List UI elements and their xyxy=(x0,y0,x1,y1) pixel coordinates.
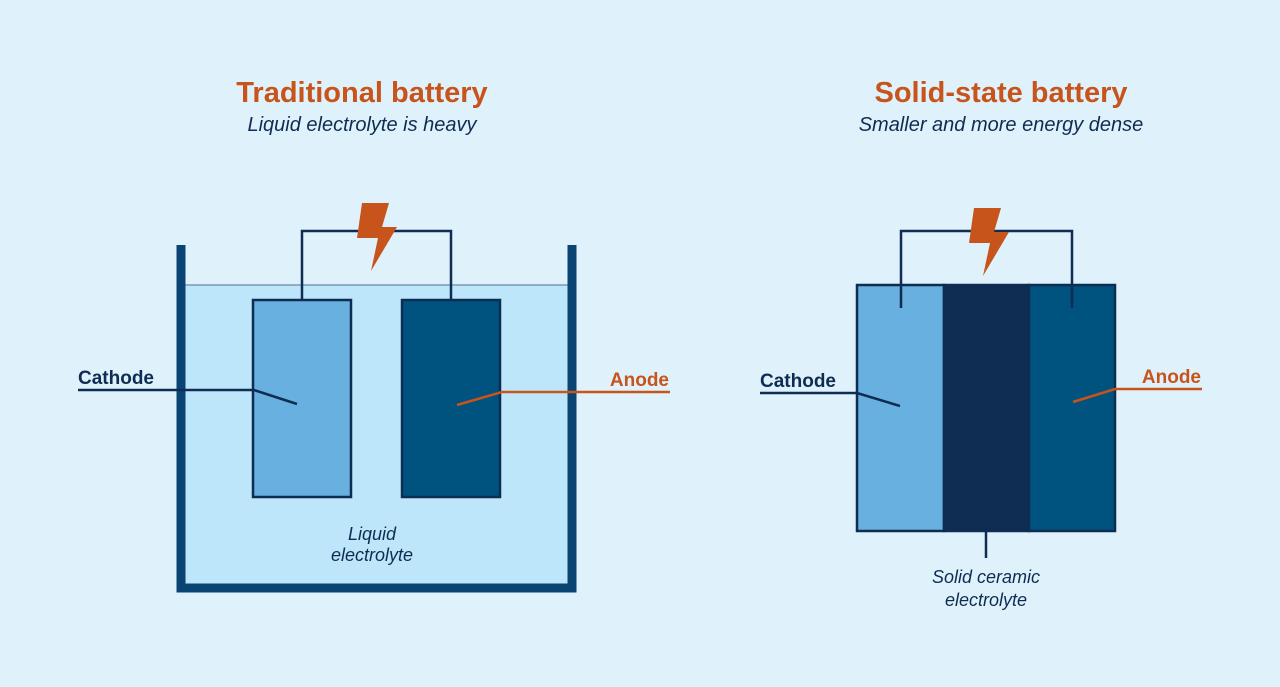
anode-leader-line xyxy=(456,390,670,407)
solid-state-battery-panel: Solid-state battery Smaller and more ene… xyxy=(760,77,1202,610)
anode-electrode xyxy=(400,298,502,499)
liquid-electrolyte-fill xyxy=(181,285,572,587)
liquid-electrolyte-label-line2: electrolyte xyxy=(331,545,413,565)
cathode-leader-line xyxy=(78,388,298,406)
solid-state-battery-title: Solid-state battery xyxy=(875,77,1128,109)
traditional-battery-subtitle: Liquid electrolyte is heavy xyxy=(247,114,477,136)
electrolyte-container xyxy=(176,245,577,593)
solid-anode-layer xyxy=(1027,283,1117,533)
solid-state-battery-subtitle: Smaller and more energy dense xyxy=(859,114,1144,136)
solid-cathode-leader-line xyxy=(760,391,901,408)
cathode-electrode xyxy=(251,298,353,499)
traditional-battery-panel: Traditional battery Liquid electrolyte i… xyxy=(78,77,670,593)
cathode-label: Cathode xyxy=(78,368,154,389)
solid-anode-label: Anode xyxy=(1142,367,1201,388)
solid-ceramic-electrolyte-layer xyxy=(942,283,1031,533)
anode-label: Anode xyxy=(610,370,669,391)
liquid-electrolyte-label-line1: Liquid xyxy=(348,524,397,544)
solid-electrolyte-label-line1: Solid ceramic xyxy=(932,567,1040,587)
solid-electrolyte-label-line2: electrolyte xyxy=(945,590,1027,610)
lightning-bolt-icon xyxy=(357,203,397,271)
lightning-bolt-icon xyxy=(969,208,1009,276)
traditional-battery-title: Traditional battery xyxy=(236,77,487,109)
solid-cathode-layer xyxy=(855,283,946,533)
solid-cathode-label: Cathode xyxy=(760,371,836,392)
solid-anode-leader-line xyxy=(1072,387,1202,404)
